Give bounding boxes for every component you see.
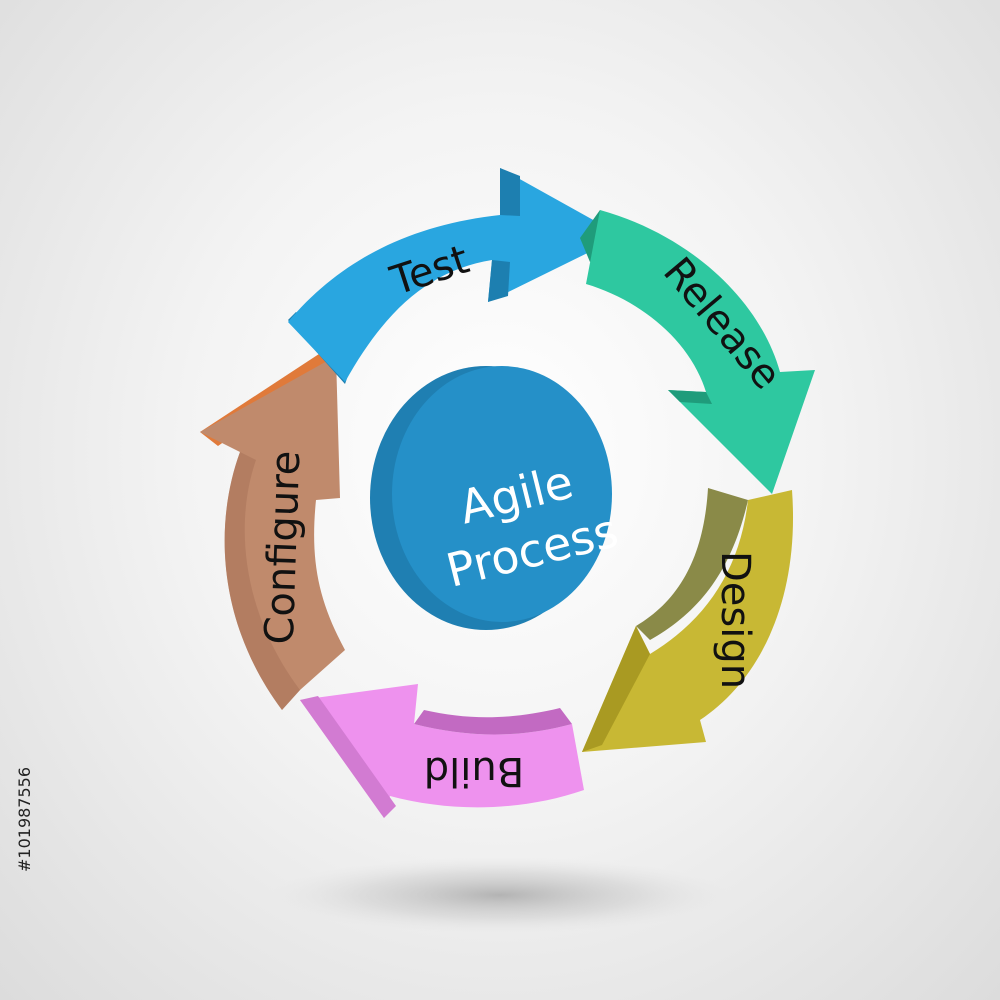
test-arrow-top-bevel — [500, 168, 520, 216]
stage-label-configure: Configure — [257, 450, 310, 645]
center-disc: Agile Process — [370, 366, 623, 630]
design-arrow-body — [582, 490, 794, 752]
floor-shadow — [270, 857, 730, 933]
configure-arrow-body — [200, 356, 345, 710]
stage-arrow-design: Design — [582, 488, 794, 752]
configure-arrow-shade — [224, 452, 300, 710]
test-arrow-inner-shade — [488, 260, 510, 302]
stage-arrow-release: Release — [580, 210, 815, 494]
stage-arrow-configure: Configure — [200, 352, 345, 710]
stage-label-build: Build — [424, 748, 524, 794]
stage-arrow-test: Test — [288, 168, 622, 384]
center-disc-face — [392, 366, 612, 622]
release-arrow-bevel — [668, 390, 712, 404]
image-id-label: #101987556 — [15, 767, 34, 872]
release-arrow-body — [586, 210, 815, 494]
build-arrow-top-bevel — [414, 708, 572, 735]
build-arrow-shade — [300, 696, 396, 818]
stage-arrow-build: Build — [300, 684, 584, 818]
design-arrow-side — [636, 488, 748, 640]
test-arrow-body — [288, 168, 622, 382]
stage-label-design: Design — [712, 551, 758, 689]
design-arrow-shade — [582, 626, 650, 752]
